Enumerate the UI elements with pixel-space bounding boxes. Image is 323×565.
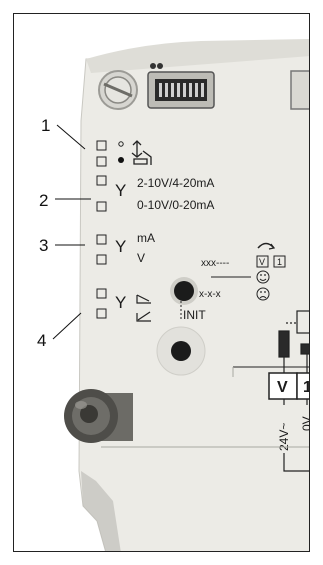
lower-hole [156,326,206,376]
dip-switch-1-b[interactable] [96,156,107,167]
callout-number: 1 [41,116,50,135]
callout-3: 3 [39,236,85,255]
linear-characteristic-icon [136,294,151,304]
dip-row-3-label-a: mA [137,231,155,245]
dip-row-2-label-a: 2-10V/4-20mA [137,176,214,190]
equal-percentage-characteristic-icon [136,311,151,322]
valve-box-b [273,255,286,268]
dip-switch-2-b[interactable] [96,201,107,212]
housing-bottom-edge [101,367,309,448]
dip-row-4-symbol: Y [115,293,126,312]
dip-switch-1-a[interactable] [96,140,107,151]
dip-switch-2-a[interactable] [96,175,107,186]
callout-2: 2 [39,191,91,210]
dip-switch-4-a[interactable] [96,288,107,299]
valve-box-a-label: V [259,257,265,267]
dip-switch-3-a[interactable] [96,234,107,245]
dip-switch-4-b[interactable] [96,308,107,319]
callout-number: 2 [39,191,48,210]
callout-number: 3 [39,236,48,255]
slow-blink-pattern: xxx---- [201,258,229,269]
dip-row-3-symbol: Y [115,237,126,256]
figure-frame: 1 2 3 4 Y Y Y 2-10V/4-20mA 0-10V/0-20m [13,13,310,552]
terminal-box-1-label: 1 [303,379,310,396]
wire-0v-label: 0V [300,416,310,431]
init-button[interactable] [170,277,198,319]
dip-switch-3-b[interactable] [96,254,107,265]
callout-number: 4 [37,331,46,350]
wire-24v-label: 24V~ [277,423,291,451]
status-panel: xxx---- V 1 x-x-x [199,242,286,301]
ribbon-connector-icon [147,63,215,109]
housing-shadow [81,471,121,551]
smiley-happy-icon [256,270,270,284]
valve-direction-icon [131,140,152,165]
valve-box-b-label: 1 [277,257,282,267]
smiley-sad-icon [256,287,270,301]
cable-gland [64,389,133,443]
dip-row-2-symbol: Y [115,181,126,200]
dip-row-3-label-b: V [137,251,145,265]
top-right-window [290,70,309,110]
callout-4: 4 [37,312,82,350]
terminal-box-v-label: V [277,379,288,396]
dip-row-2-label-b: 0-10V/0-20mA [137,198,214,212]
fast-blink-pattern: x-x-x [199,289,221,300]
device-illustration: 1 2 3 4 Y Y Y 2-10V/4-20mA 0-10V/0-20m [37,39,310,551]
dip-switch-squares [96,140,107,319]
callout-1: 1 [41,116,86,150]
init-button-label: INIT [183,308,206,322]
wire-lines [283,399,309,472]
open-dot-icon [118,141,124,147]
circuit-drawing [278,310,309,373]
housing-top-rim [86,39,309,73]
terminal-box-v [268,372,298,400]
screw-icon [98,70,138,110]
valve-box-a [256,255,269,268]
filled-dot-icon [118,157,124,163]
